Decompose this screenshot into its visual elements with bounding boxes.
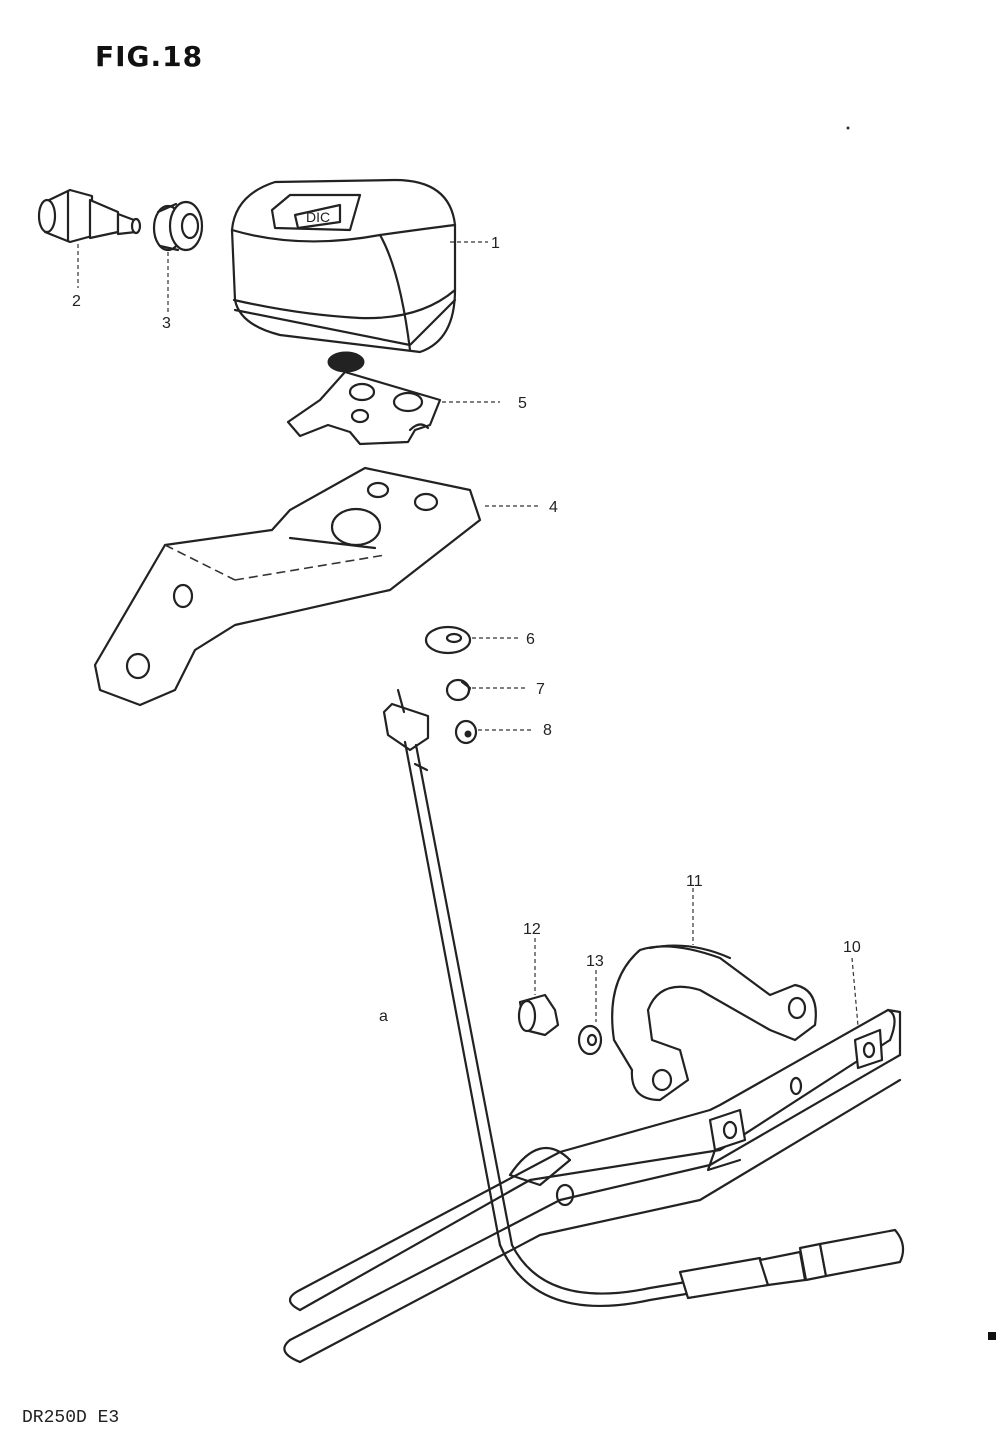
- callout-12: 12: [523, 921, 541, 938]
- leader-10: [851, 957, 859, 1027]
- callout-a: a: [379, 1008, 388, 1025]
- part-7-lock-washer: [445, 678, 472, 702]
- part-5-plate: [286, 370, 442, 446]
- svg-text:DIC: DIC: [306, 209, 330, 225]
- scan-dot: [846, 126, 850, 130]
- callout-5: 5: [518, 395, 527, 412]
- callout-1: 1: [491, 235, 500, 252]
- callout-2: 2: [72, 293, 81, 310]
- part-1-relay-box: DIC: [230, 178, 457, 373]
- part-12-bolt: [517, 993, 560, 1037]
- scan-mark: [988, 1332, 996, 1340]
- part-a-cable: [382, 688, 905, 1307]
- part-13-washer: [577, 1024, 603, 1056]
- part-2-sensor-plug: [37, 188, 142, 244]
- part-6-washer: [424, 625, 472, 655]
- callout-4: 4: [549, 499, 558, 516]
- callout-3: 3: [162, 315, 171, 332]
- part-8-nut: [454, 719, 478, 745]
- part-11-clamp: [611, 944, 817, 1102]
- part-4-bracket: [93, 466, 482, 707]
- callout-13: 13: [586, 953, 604, 970]
- model-code-footer: DR250D E3: [22, 1408, 120, 1428]
- callout-8: 8: [543, 722, 552, 739]
- part-10-rail-bracket: [283, 1008, 902, 1364]
- part-3-grommet: [152, 200, 204, 252]
- callout-6: 6: [526, 631, 535, 648]
- figure-title: FIG.18: [95, 40, 204, 73]
- callout-10: 10: [843, 939, 861, 956]
- callout-11: 11: [686, 873, 703, 890]
- callout-7: 7: [536, 681, 545, 698]
